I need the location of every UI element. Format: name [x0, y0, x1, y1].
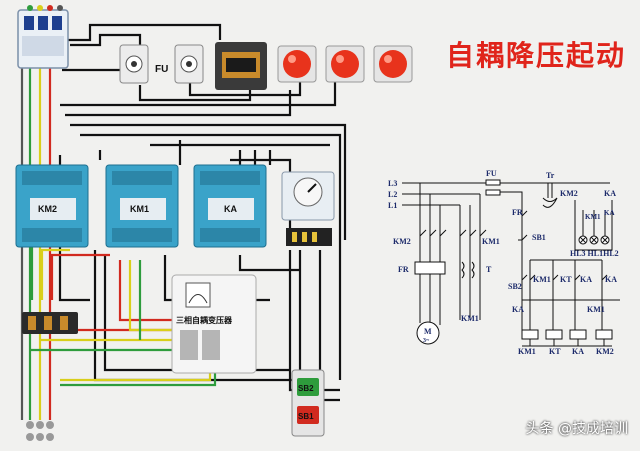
schematic-ka-c: KA — [605, 275, 617, 284]
schematic-t: T — [486, 265, 492, 274]
schematic-hl: HL3 HL1HL2 — [570, 249, 619, 258]
schematic-motor-sub: 3~ — [423, 338, 430, 344]
watermark: 头条 @技成培训 — [525, 421, 628, 437]
circuit-breaker — [17, 5, 69, 69]
km1-label: KM1 — [130, 204, 149, 214]
diagram-title: 自耦降压起动 — [446, 39, 627, 72]
time-relay — [281, 171, 335, 246]
schematic-km1-a: KM1 — [533, 275, 551, 284]
schematic — [402, 179, 620, 347]
autotransformer — [171, 274, 257, 374]
schematic-coil-km1: KM1 — [518, 347, 536, 356]
schematic-km2-main: KM2 — [393, 237, 411, 246]
schematic-km1-mot: KM1 — [461, 314, 479, 323]
relay-ka — [193, 164, 267, 248]
schematic-l1: L1 — [388, 201, 397, 210]
km2-label: KM2 — [38, 204, 57, 214]
schematic-km1-side: KM1 — [585, 213, 601, 221]
sb1-label: SB1 — [298, 412, 314, 421]
schematic-km2-top: KM2 — [560, 189, 578, 198]
transformer-label: 三相自耦变压器 — [176, 315, 233, 325]
schematic-coil-ka: KA — [572, 347, 584, 356]
schematic-sb2: SB2 — [508, 282, 522, 291]
schematic-coil-kt: KT — [549, 347, 561, 356]
schematic-tr: Tr — [546, 171, 555, 180]
schematic-ka-top: KA — [604, 189, 616, 198]
sb2-label: SB2 — [298, 384, 314, 393]
schematic-fr-main: FR — [398, 265, 409, 274]
contactor-km2 — [15, 164, 89, 248]
schematic-ka-side: KA — [604, 209, 615, 217]
schematic-motor: M — [424, 327, 432, 336]
indicator-lamp-3 — [373, 45, 413, 83]
ka-label: KA — [224, 204, 237, 214]
schematic-km1-b: KM1 — [587, 305, 605, 314]
schematic-fu: FU — [486, 169, 497, 178]
schematic-fr-ctrl: FR — [512, 208, 523, 217]
schematic-km1-main: KM1 — [482, 237, 500, 246]
schematic-ka-b: KA — [580, 275, 592, 284]
fuse-holder-1 — [119, 44, 149, 84]
indicator-lamp-1 — [277, 45, 317, 83]
schematic-l3: L3 — [388, 179, 397, 188]
pushbutton-box — [291, 369, 325, 437]
thermal-overload — [22, 312, 78, 334]
fu-label: FU — [155, 64, 168, 75]
motor-terminals — [26, 421, 54, 441]
schematic-sb1: SB1 — [532, 233, 546, 242]
schematic-coil-km2: KM2 — [596, 347, 614, 356]
fuse-holder-2 — [174, 44, 204, 84]
schematic-l2: L2 — [388, 190, 397, 199]
schematic-kt: KT — [560, 275, 572, 284]
contactor-km1 — [105, 164, 179, 248]
indicator-lamp-2 — [325, 45, 365, 83]
relay-block — [215, 42, 267, 90]
schematic-ka-d: KA — [512, 305, 524, 314]
